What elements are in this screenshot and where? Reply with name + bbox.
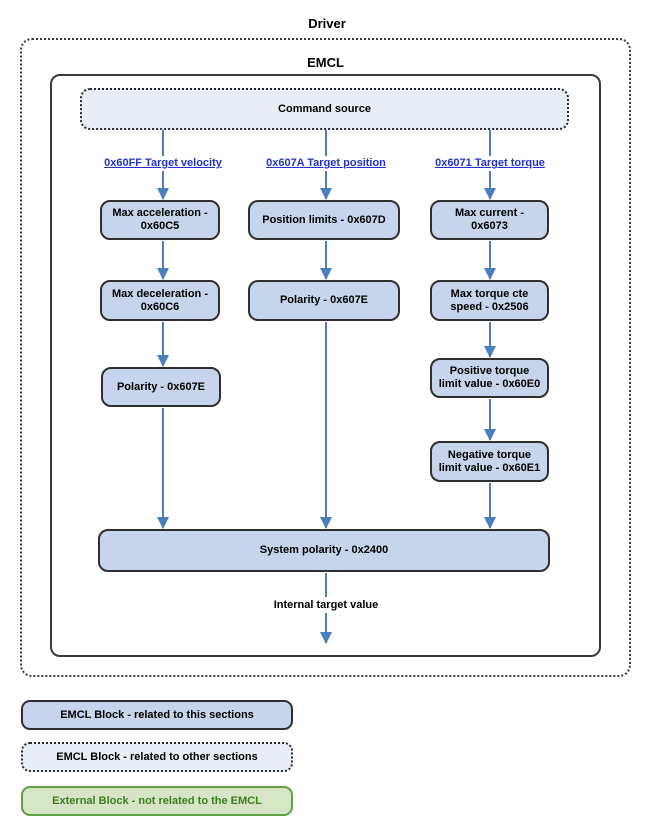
block-negative-torque-limit: Negative torque limit value - 0x60E1 xyxy=(430,441,549,482)
block-position-limits: Position limits - 0x607D xyxy=(248,200,400,240)
block-polarity-position: Polarity - 0x607E xyxy=(248,280,400,321)
link-target-torque[interactable]: 0x6071 Target torque xyxy=(420,156,560,171)
driver-title: Driver xyxy=(308,16,346,31)
block-polarity-velocity: Polarity - 0x607E xyxy=(101,367,221,407)
block-max-current: Max current - 0x6073 xyxy=(430,200,549,240)
link-target-velocity[interactable]: 0x60FF Target velocity xyxy=(93,156,233,171)
emcl-title: EMCL xyxy=(307,55,344,70)
command-source-block: Command source xyxy=(80,88,569,130)
block-positive-torque-limit: Positive torque limit value - 0x60E0 xyxy=(430,358,549,398)
legend-emcl-this-section: EMCL Block - related to this sections xyxy=(21,700,293,730)
link-target-position[interactable]: 0x607A Target position xyxy=(256,156,396,171)
block-max-acceleration: Max acceleration - 0x60C5 xyxy=(100,200,220,240)
block-max-torque-cte-speed: Max torque cte speed - 0x2506 xyxy=(430,280,549,321)
block-system-polarity: System polarity - 0x2400 xyxy=(98,529,550,572)
block-max-deceleration: Max deceleration - 0x60C6 xyxy=(100,280,220,321)
driver-container xyxy=(20,38,631,677)
legend-external-block: External Block - not related to the EMCL xyxy=(21,786,293,816)
emcl-container xyxy=(50,74,601,657)
legend-emcl-other-sections: EMCL Block - related to other sections xyxy=(21,742,293,772)
internal-target-value-label: Internal target value xyxy=(246,597,406,613)
